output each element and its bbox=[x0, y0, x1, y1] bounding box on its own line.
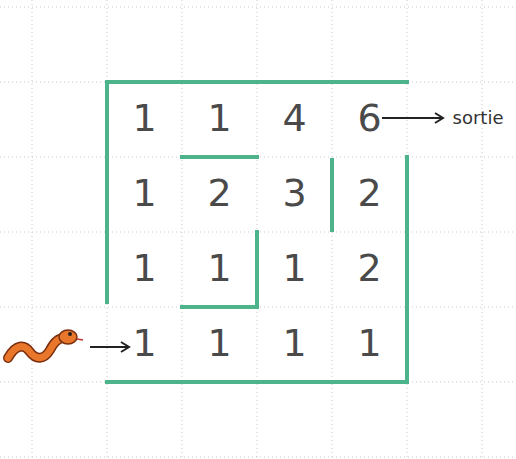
maze-number: 1 bbox=[282, 249, 306, 287]
maze-number: 2 bbox=[207, 174, 231, 212]
maze-number: 4 bbox=[282, 99, 306, 137]
entry-arrow bbox=[90, 342, 129, 352]
maze-number: 1 bbox=[132, 249, 156, 287]
maze-number: 1 bbox=[132, 99, 156, 137]
maze-number: 2 bbox=[357, 174, 381, 212]
maze-number: 6 bbox=[357, 99, 381, 137]
maze-number: 1 bbox=[132, 324, 156, 362]
maze-number: 2 bbox=[357, 249, 381, 287]
snake-icon bbox=[8, 330, 83, 358]
maze-number: 1 bbox=[207, 249, 231, 287]
maze-number: 1 bbox=[282, 324, 306, 362]
maze-number: 1 bbox=[207, 99, 231, 137]
maze-number: 1 bbox=[207, 324, 231, 362]
exit-arrow bbox=[382, 113, 443, 123]
maze-number: 3 bbox=[282, 174, 306, 212]
maze-walls bbox=[107, 82, 407, 382]
maze-number: 1 bbox=[357, 324, 381, 362]
exit-label: sortie bbox=[453, 109, 504, 127]
maze-number: 1 bbox=[132, 174, 156, 212]
